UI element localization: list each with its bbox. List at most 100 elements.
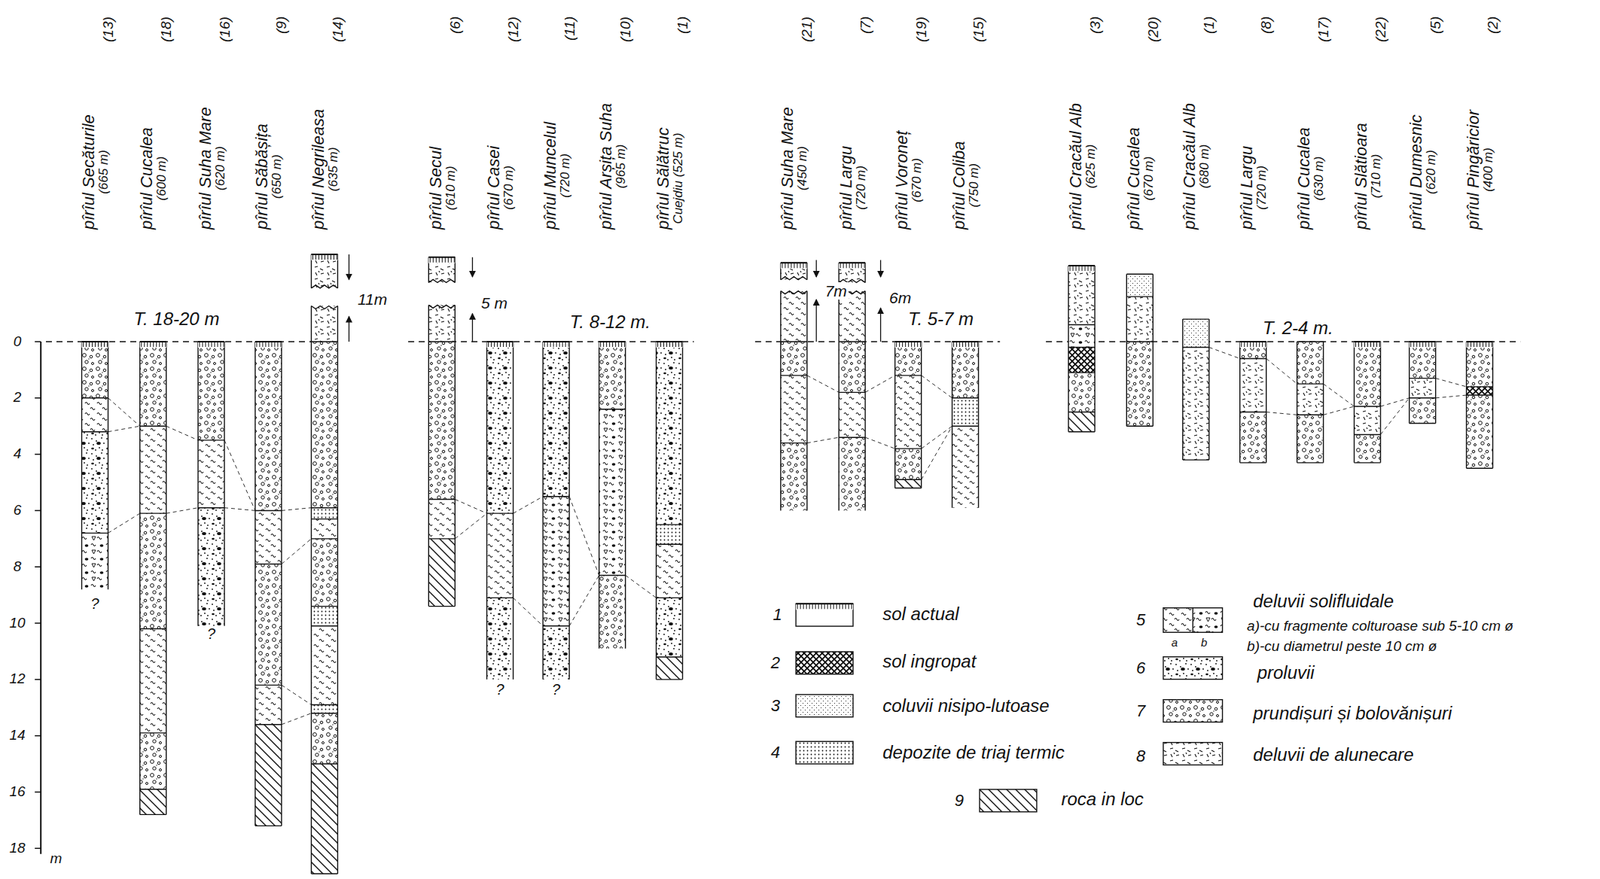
layer-boundary <box>895 448 922 449</box>
layer-fill <box>1068 412 1095 433</box>
soil-band <box>952 341 979 348</box>
stratigraphic-column <box>310 254 338 875</box>
soil-tick <box>205 341 207 348</box>
layer-boundary <box>1068 265 1095 266</box>
layer-boundary <box>428 606 455 607</box>
layer-boundary <box>140 341 167 343</box>
layer-fill <box>1126 296 1153 342</box>
terrace-datum-line <box>408 341 694 342</box>
soil-tick <box>896 341 897 348</box>
legend-number: 3 <box>771 697 781 716</box>
layer-fill <box>428 257 455 284</box>
soil-tick <box>953 341 954 348</box>
correlation-line <box>454 499 487 514</box>
layer-boundary <box>1068 371 1095 373</box>
soil-tick <box>271 341 272 348</box>
layer-fill <box>656 657 683 680</box>
soil-tick <box>94 341 96 348</box>
soil-tick <box>833 603 835 610</box>
legend-number: 1 <box>773 606 783 625</box>
axis-tick <box>34 622 41 625</box>
soil-tick <box>803 603 805 610</box>
height-arrow <box>472 257 473 278</box>
profile-number-holder: (11) <box>562 15 578 40</box>
soil-tick <box>103 341 105 348</box>
soil-tick <box>438 257 440 263</box>
profile-number: (22) <box>1373 16 1389 43</box>
soil-tick <box>1367 341 1369 348</box>
stream-name: pîrîul Cracăul Alb <box>1180 103 1198 230</box>
correlation-line <box>1435 378 1467 388</box>
stratigraphic-column <box>1182 319 1210 461</box>
profile-number: (1) <box>1201 15 1217 34</box>
layer-fill <box>780 341 808 376</box>
soil-band <box>895 341 922 348</box>
layer-fill <box>1126 274 1153 297</box>
legend-text: depozite de triaj termic <box>882 743 1064 763</box>
column-side <box>310 305 338 874</box>
soil-tick <box>140 341 142 348</box>
layer-fill <box>140 789 167 816</box>
soil-tick <box>256 341 257 348</box>
soil-tick <box>1376 341 1378 348</box>
layer-boundary <box>310 341 338 342</box>
stream-elevation: (635 m) <box>326 109 341 230</box>
correlation-line <box>865 375 896 393</box>
soil-tick <box>818 603 820 610</box>
layer-fill <box>895 375 922 449</box>
soil-tick <box>852 262 854 269</box>
profile-number-holder: (3) <box>1088 15 1104 34</box>
layer-boundary <box>1182 318 1210 320</box>
profile-number: (18) <box>158 16 174 43</box>
soil-band <box>838 262 866 269</box>
soil-tick <box>621 341 622 348</box>
stratigraphic-column <box>1354 341 1381 464</box>
legend-text: coluvii nisipo-lutoase <box>882 696 1049 717</box>
depth-tick: 8 <box>13 559 22 576</box>
layer-boundary <box>255 825 282 827</box>
layer-boundary <box>428 499 455 500</box>
layer-fill <box>780 262 808 280</box>
soil-tick <box>1255 341 1257 348</box>
layer-fill <box>1182 319 1210 348</box>
soil-tick <box>962 341 964 348</box>
profile-number-holder: (5) <box>1428 15 1444 34</box>
stream-name: pîrîul Săbășița <box>252 123 271 230</box>
stratigraphic-column <box>198 341 225 627</box>
layer-fill <box>599 575 626 649</box>
height-arrow <box>816 299 817 342</box>
layer-boundary <box>1126 341 1153 342</box>
legend-text: proluvii <box>1257 663 1315 683</box>
profile-number-holder: (21) <box>799 16 815 43</box>
profile-number-holder: (10) <box>618 16 634 43</box>
soil-tick <box>312 254 314 260</box>
column-side <box>542 341 570 680</box>
profile-header: pîrîul SălătrucCuejdiu (525 m) <box>654 127 686 230</box>
soil-tick <box>663 341 665 348</box>
layer-fill <box>838 392 866 438</box>
stratigraphic-column <box>82 341 109 590</box>
layer-fill <box>1068 265 1095 326</box>
correlation-line <box>569 575 600 626</box>
layer-boundary <box>656 524 683 525</box>
soil-band <box>255 341 282 348</box>
stream-elevation: (670 m) <box>1142 127 1156 230</box>
legend-sublabel: a <box>1171 636 1178 650</box>
drawing-mark <box>979 789 1037 813</box>
column-side <box>140 341 167 815</box>
layer-boundary <box>310 507 338 509</box>
soil-tick <box>815 603 817 610</box>
correlation-line <box>224 508 256 512</box>
column-side <box>1354 341 1381 464</box>
layer-fill <box>1068 325 1095 348</box>
soil-tick <box>556 341 558 348</box>
profile-number: (6) <box>448 15 464 34</box>
layer-fill <box>952 341 979 399</box>
soil-band <box>140 341 167 348</box>
layer-boundary <box>1126 274 1153 275</box>
profile-header: pîrîul Voroneț(670 m) <box>892 131 924 230</box>
stratigraphic-column <box>656 341 683 680</box>
profile-number-holder: (17) <box>1316 16 1332 43</box>
soil-band <box>542 341 570 348</box>
correlation-line <box>513 496 544 514</box>
